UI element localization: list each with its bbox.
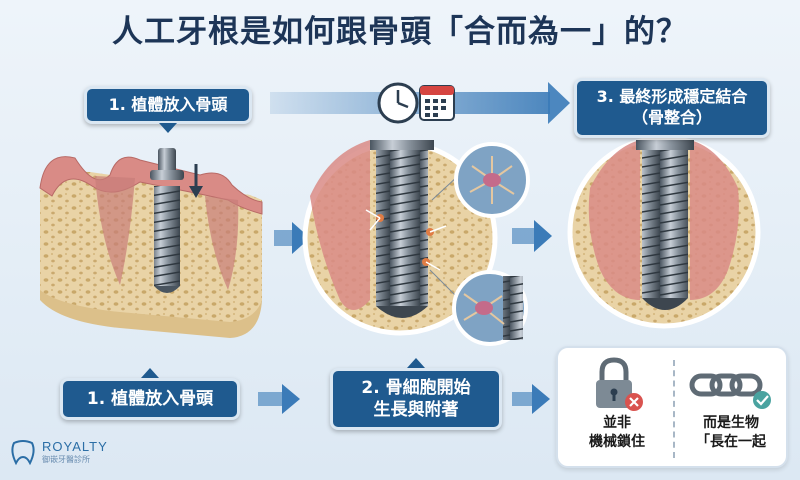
implant-left [150, 148, 184, 293]
result-icons [596, 357, 771, 411]
arrow-left-to-middle [274, 222, 310, 254]
arrow-middle-to-right [512, 220, 552, 252]
step-3-tag: 3. 最終形成穩定結合 （骨整合） [574, 78, 770, 138]
biological-growth-text: 而是生物 「長在一起 [696, 415, 766, 450]
not-mechanical-lock-text: 並非 機械鎖住 [589, 415, 645, 450]
step-1-bottom-tag: 1. 植體放入骨頭 [60, 368, 240, 420]
check-icon [753, 391, 771, 409]
page-title: 人工牙根是如何跟骨頭「合而為一」的？ [112, 14, 688, 50]
bone-cell-growth-view [302, 140, 498, 336]
result-divider [673, 360, 675, 458]
lock-icon [596, 357, 632, 408]
step-3-label-line1: 3. 最終形成穩定結合 [596, 87, 748, 107]
cross-icon [625, 393, 643, 411]
cell-zoom-top [431, 142, 530, 218]
logo-subtitle: 御嵌牙醫診所 [42, 455, 90, 464]
tooth-logo-icon [11, 440, 35, 466]
arrow-bottom-1 [258, 384, 300, 414]
cell-zoom-bottom [429, 269, 528, 346]
down-arrow-icon [189, 164, 203, 198]
step-2-tag: 2. 骨細胞開始 生長與附著 [330, 358, 502, 430]
arrow-bottom-2 [512, 384, 550, 414]
logo-name: ROYALTY [42, 439, 108, 455]
step-1-top-tag: 1. 植體放入骨頭 [84, 86, 252, 133]
clock-icon [377, 82, 419, 124]
osseointegration-view [567, 135, 761, 329]
step-2-label-line2: 生長與附著 [373, 400, 459, 420]
clinic-logo: ROYALTY 御嵌牙醫診所 [8, 430, 128, 474]
jaw-model [39, 156, 263, 338]
step-3-label-line2: （骨整合） [631, 108, 712, 127]
result-comparison-box: 並非 機械鎖住 而是生物 「長在一起 [556, 346, 788, 468]
chain-icon [689, 373, 763, 397]
calendar-icon [419, 85, 455, 121]
step-2-label-line1: 2. 骨細胞開始 [361, 377, 471, 398]
